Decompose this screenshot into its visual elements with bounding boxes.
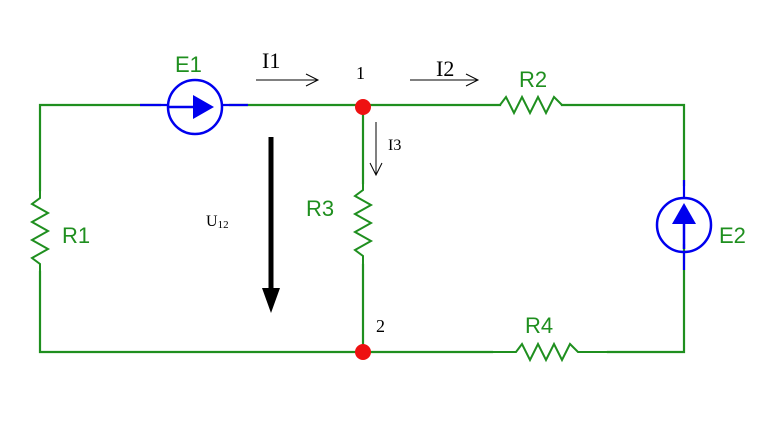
node-1-dot-icon: [355, 99, 371, 115]
label-node-1: 1: [356, 63, 365, 83]
source-e2-circle: [655, 196, 713, 254]
source-e1-circle: [166, 78, 224, 136]
wire-top-left: [38, 103, 162, 192]
label-r3: R3: [306, 196, 334, 221]
node-2-dot-icon: [355, 344, 371, 360]
source-e2: [655, 180, 713, 270]
wires: [38, 103, 686, 354]
voltage-arrow-icon: [262, 137, 280, 313]
source-e1: [140, 78, 248, 136]
label-r4: R4: [525, 313, 553, 338]
label-u12: U12: [206, 213, 229, 231]
resistor-r3: [352, 183, 374, 265]
arrow-i3-icon: [369, 122, 383, 177]
wire-bottom-left: [38, 270, 365, 354]
resistor-r4: [492, 341, 608, 363]
label-i2: I2: [436, 56, 454, 81]
label-r1: R1: [62, 223, 90, 248]
label-i3: I3: [388, 137, 401, 154]
source-e1-arrow-icon: [193, 95, 214, 119]
label-r2: R2: [519, 67, 547, 92]
label-u12-main: U: [206, 213, 218, 230]
wire-e2-r4: [606, 243, 686, 354]
label-node-2: 2: [376, 316, 385, 336]
source-e2-arrow-icon: [672, 203, 696, 224]
resistor-r1: [29, 190, 51, 272]
resistor-r2: [476, 94, 586, 116]
arrow-i2-icon: [410, 73, 480, 87]
label-e2: E2: [719, 223, 746, 248]
arrow-i1-icon: [256, 73, 320, 87]
label-u12-sub: 12: [218, 219, 229, 231]
label-i1: I1: [262, 48, 280, 73]
label-e1: E1: [175, 52, 202, 77]
wire-r2-e2: [560, 103, 686, 187]
